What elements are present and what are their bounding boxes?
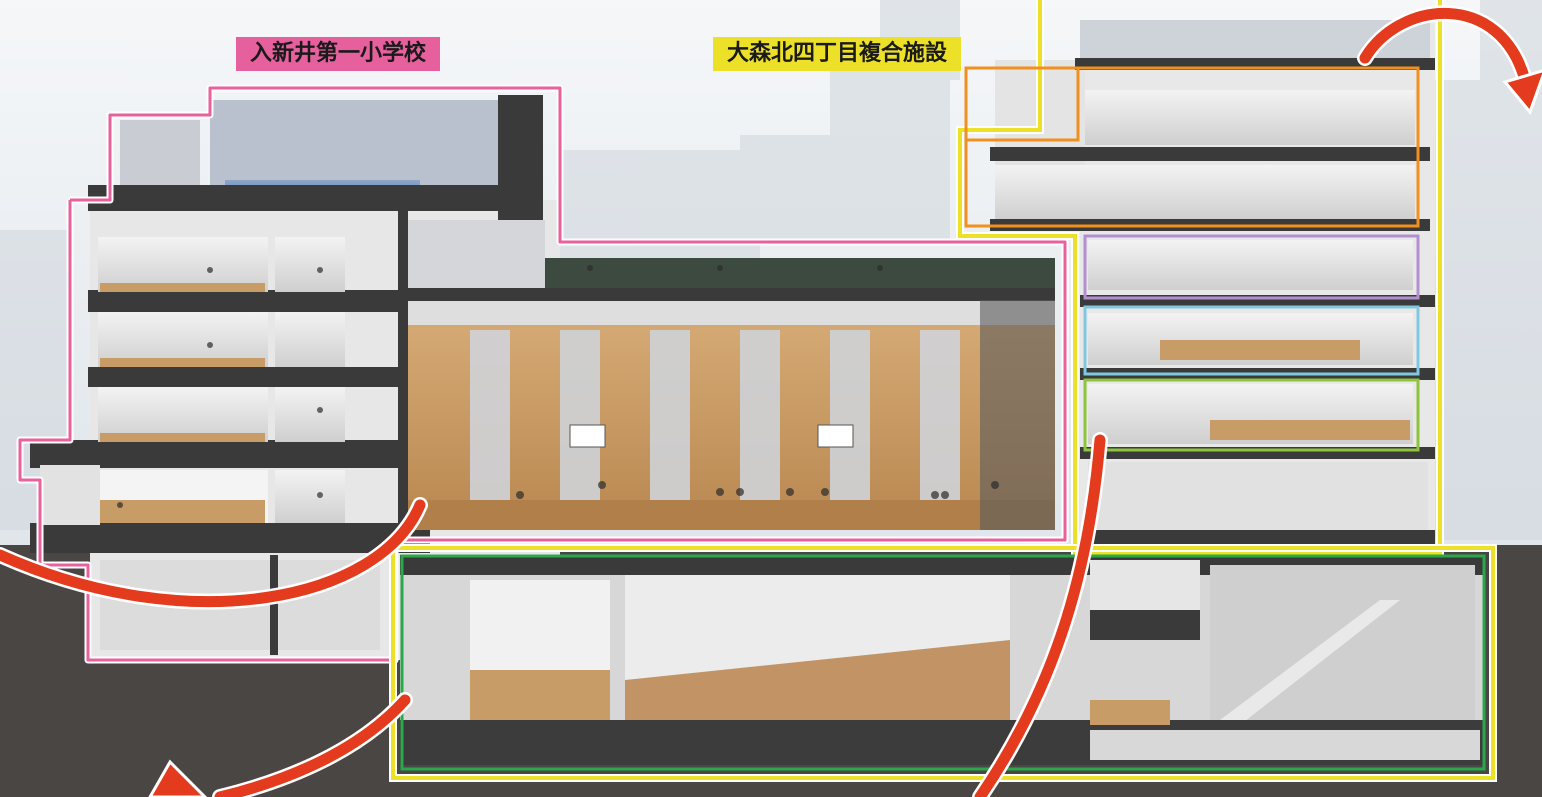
floor-outline-green bbox=[1083, 378, 1420, 452]
floor-outline-purple bbox=[1083, 234, 1420, 300]
floor-outline-blue bbox=[1083, 305, 1420, 376]
background-city bbox=[0, 0, 1542, 540]
complex-name-label: 大森北四丁目複合施設 bbox=[713, 37, 962, 71]
arrows bbox=[0, 5, 1542, 797]
people-figures bbox=[117, 265, 999, 508]
basement-structure bbox=[400, 555, 1485, 765]
school-name-label: 入新井第一小学校 bbox=[236, 37, 441, 71]
